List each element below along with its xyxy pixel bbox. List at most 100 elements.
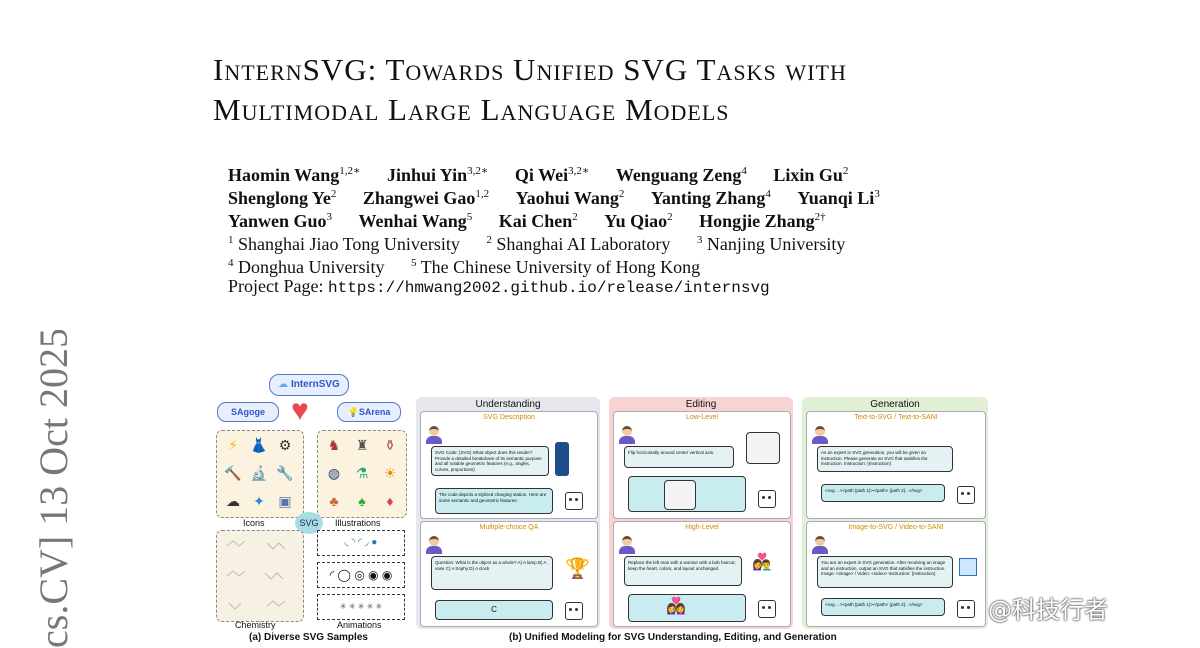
svg-description-card: SVG Description SVG Code: {SVG} What obj… xyxy=(420,411,598,519)
monitor-icon: ▣ xyxy=(278,493,292,509)
mcqa-answer: C xyxy=(435,600,553,620)
title-line-1: InternSVG: Towards Unified SVG Tasks wit… xyxy=(213,52,847,87)
generation-panel: Generation Text-to-SVG / Text-to-SANI As… xyxy=(802,397,988,629)
author-name: Zhangwei Gao xyxy=(362,188,476,208)
author-line-1: Haomin Wang1,2∗ Jinhui Yin3,2∗ Qi Wei3,2… xyxy=(228,165,849,185)
tower-icon: ♜ xyxy=(355,437,369,453)
mcqa-question: Question: What is the object as a whole?… xyxy=(431,556,553,590)
robot-icon xyxy=(758,600,776,618)
sparkle-icon: ✦ xyxy=(253,493,265,509)
dress-icon: 👗 xyxy=(250,437,268,453)
sun-icon: ☀ xyxy=(383,465,397,481)
i2s-instruction: You are an expert in SVG generation. Aft… xyxy=(817,556,953,588)
high-level-instruction: Replace the left man with a woman with a… xyxy=(624,556,742,586)
editing-panel: Editing Low-Level Flip horizontally arou… xyxy=(609,397,793,629)
author-name: Yu Qiao xyxy=(604,211,668,231)
t2s-instruction: As an expert in SVG generation, you will… xyxy=(817,446,953,472)
robot-icon xyxy=(957,600,975,618)
caption-a: (a) Diverse SVG Samples xyxy=(249,632,368,643)
svg-badge: SVG xyxy=(295,512,323,534)
project-link[interactable]: https://hmwang2002.github.io/release/int… xyxy=(327,279,770,297)
microscope-icon: 🔬 xyxy=(250,465,268,481)
low-level-card: Low-Level Flip horizontally around cente… xyxy=(613,411,791,519)
illustrations-panel: ♞ ♜ ⚱ ◍ ⚗ ☀ ♣ ♠ ♦ xyxy=(317,430,407,518)
charging-station-icon xyxy=(555,442,569,476)
text-to-svg-card: Text-to-SVG / Text-to-SANI As an expert … xyxy=(806,411,986,519)
user-avatar xyxy=(811,426,829,444)
figure-icon: ♞ xyxy=(327,437,341,453)
robot-icon xyxy=(758,490,776,508)
globe-icon: ◍ xyxy=(327,465,341,481)
author-name: Jinhui Yin xyxy=(386,165,468,185)
author-name: Yanting Zhang xyxy=(650,188,766,208)
cloud-icon: ☁ xyxy=(278,379,289,390)
user-avatar xyxy=(618,426,636,444)
paper-title: InternSVG: Towards Unified SVG Tasks wit… xyxy=(213,50,1013,130)
watermark: @科技行者 xyxy=(988,596,1108,624)
robot-icon xyxy=(957,486,975,504)
animation-row: ◜ ◯ ◎ ◉ ◉ xyxy=(317,562,405,588)
icons-label: Icons xyxy=(243,518,265,528)
icons-panel: ⚡ 👗 ⚙ 🔨 🔬 🔧 ☁ ✦ ▣ xyxy=(216,430,304,518)
mcqa-card: Multiple-choice QA Question: What is the… xyxy=(420,521,598,627)
bulb-icon: 💡 xyxy=(347,407,359,417)
low-level-instruction: Flip horizontally around center vertical… xyxy=(624,446,734,468)
molecule-graphics xyxy=(226,540,286,610)
animation-row: ✳ ✳ ✳ ✳ ✳ xyxy=(317,594,405,620)
plant-icon: ♠ xyxy=(358,493,366,509)
high-level-output xyxy=(628,594,746,622)
t2s-output: <svg ...><path {path 1}></path> {path 2}… xyxy=(821,484,945,502)
affiliation: Shanghai AI Laboratory xyxy=(496,234,671,254)
illustrations-label: Illustrations xyxy=(335,518,381,528)
rack-icon: ⚙ xyxy=(278,437,292,453)
chemistry-panel xyxy=(216,530,304,622)
user-avatar xyxy=(811,536,829,554)
affiliation: Nanjing University xyxy=(706,234,846,254)
animations-panel: ◟ ◝ ◜ ◞ ● ◜ ◯ ◎ ◉ ◉ ✳ ✳ ✳ ✳ ✳ xyxy=(317,530,405,620)
pot-icon: ⚱ xyxy=(384,437,396,453)
understanding-panel: Understanding SVG Description SVG Code: … xyxy=(416,397,600,629)
author-line-2: Shenglong Ye2 Zhangwei Gao1,2 Yaohui Wan… xyxy=(228,188,880,208)
affiliation-line-2: 4 Donghua University 5 The Chinese Unive… xyxy=(228,257,701,277)
sweater-output-icon xyxy=(664,480,696,510)
author-name: Qi Wei xyxy=(514,165,569,185)
project-page: Project Page: https://hmwang2002.github.… xyxy=(228,275,988,298)
project-label: Project Page: xyxy=(228,276,324,296)
tool-icon: 🔧 xyxy=(276,465,294,481)
author-name: Lixin Gu xyxy=(773,165,843,185)
affiliation-line-1: 1 Shanghai Jiao Tong University 2 Shangh… xyxy=(228,234,846,254)
lightning-icon: ⚡ xyxy=(228,437,238,453)
couple-icon: 👩‍❤️‍👨 xyxy=(752,554,772,571)
animations-label: Animations xyxy=(337,620,382,630)
image-to-svg-card: Image-to-SVG / Video-to-SANI You are an … xyxy=(806,521,986,627)
generation-title: Generation xyxy=(870,399,920,410)
sagoge-badge: SAgoge xyxy=(217,402,279,422)
author-name: Yaohui Wang xyxy=(515,188,619,208)
title-line-2: Multimodal Large Language Models xyxy=(213,92,730,127)
author-name: Kai Chen xyxy=(498,211,573,231)
author-line-3: Yanwen Guo3 Wenhai Wang5 Kai Chen2 Yu Qi… xyxy=(228,211,826,231)
affiliation: Donghua University xyxy=(238,257,385,277)
internsvg-badge: ☁ InternSVG xyxy=(269,374,349,396)
sarena-badge: 💡SArena xyxy=(337,402,401,422)
user-avatar xyxy=(425,536,443,554)
high-level-card: High-Level Replace the left man with a w… xyxy=(613,521,791,627)
arxiv-stamp: cs.CV] 13 Oct 2025 xyxy=(31,330,76,648)
bottle-icon: ⚗ xyxy=(355,465,369,481)
author-name: Hongjie Zhang xyxy=(699,211,815,231)
author-name: Yanwen Guo xyxy=(228,211,327,231)
image-icon xyxy=(959,558,977,576)
author-name: Wenguang Zeng xyxy=(615,165,742,185)
chemistry-label: Chemistry xyxy=(235,620,276,630)
i2s-output: <svg ...><path {path 1}></path> {path 2}… xyxy=(821,598,945,616)
editing-title: Editing xyxy=(685,399,717,410)
author-name: Wenhai Wang xyxy=(358,211,467,231)
description-answer: The code depicts a stylized charging sta… xyxy=(435,488,553,514)
heart-icon: ♥ xyxy=(291,394,309,427)
author-name: Shenglong Ye xyxy=(228,188,331,208)
description-question: SVG Code: {SVG} What object does this re… xyxy=(431,446,549,476)
upload-icon: ☁ xyxy=(226,493,240,509)
robot-icon xyxy=(565,602,583,620)
understanding-title: Understanding xyxy=(475,399,541,410)
author-name: Haomin Wang xyxy=(228,165,340,185)
